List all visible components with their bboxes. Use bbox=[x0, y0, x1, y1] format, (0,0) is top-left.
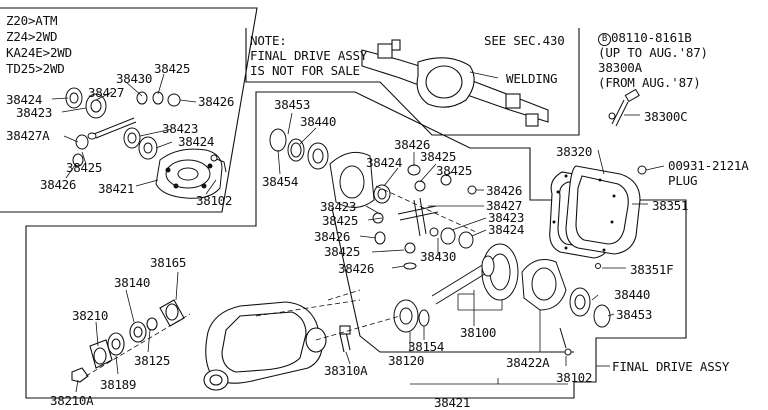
part-label: 38453 bbox=[616, 307, 653, 322]
part-label: 38423 bbox=[16, 105, 53, 120]
plug-label: PLUG bbox=[668, 173, 698, 188]
part-label: 38421 bbox=[434, 395, 471, 410]
part-label: 38425 bbox=[436, 163, 473, 178]
final-drive-assy-frame bbox=[25, 91, 687, 399]
part-label: 38426 bbox=[338, 261, 375, 276]
part-label: 38426 bbox=[314, 229, 351, 244]
part-label: 38440 bbox=[614, 287, 651, 302]
part-label: 38423 bbox=[320, 199, 357, 214]
part-label: 38210 bbox=[72, 308, 109, 323]
circled-b-icon: B bbox=[598, 33, 611, 46]
part-label: 38427A bbox=[6, 128, 50, 143]
part-label: 38424 bbox=[178, 134, 215, 149]
inset-model-line-3: KA24E>2WD bbox=[6, 45, 72, 60]
part-label: 38424 bbox=[366, 155, 403, 170]
part-label: 38421 bbox=[98, 181, 135, 196]
inner-guide-line bbox=[331, 207, 574, 353]
bolt-code: 08110-8161B bbox=[611, 30, 692, 45]
part-label: 38154 bbox=[408, 339, 445, 354]
part-label: 38427 bbox=[486, 198, 523, 213]
part-label: 38165 bbox=[150, 255, 187, 270]
bolt-until-date: (UP TO AUG.'87) bbox=[598, 45, 708, 60]
final-drive-assy-label: FINAL DRIVE ASSY bbox=[612, 359, 730, 374]
part-label: 38310A bbox=[324, 363, 368, 378]
part-label: 38424 bbox=[6, 92, 43, 107]
part-label: 38120 bbox=[388, 353, 425, 368]
part-label: 38125 bbox=[134, 353, 171, 368]
part-label: 38351 bbox=[652, 198, 689, 213]
welding-label: WELDING bbox=[506, 71, 558, 86]
part-label: 38100 bbox=[460, 325, 497, 340]
part-label: 38423 bbox=[162, 121, 199, 136]
inset-model-line-4: TD25>2WD bbox=[6, 61, 65, 76]
part-label: 38426 bbox=[394, 137, 431, 152]
part-label: 38427 bbox=[88, 85, 125, 100]
part-label: 38422A bbox=[506, 355, 550, 370]
part-label: 38210A bbox=[50, 393, 94, 408]
part-label: 38425 bbox=[420, 149, 457, 164]
part-label: 38426 bbox=[40, 177, 77, 192]
note-box-frame bbox=[245, 28, 580, 136]
part-label: 38300C bbox=[644, 109, 688, 124]
part-label: 38424 bbox=[488, 222, 525, 237]
part-label: 38426 bbox=[486, 183, 523, 198]
part-label: 38430 bbox=[116, 71, 153, 86]
bolt-part-number: 38300A bbox=[598, 60, 642, 75]
part-label: 38440 bbox=[300, 114, 337, 129]
inset-model-line-1: Z20>ATM bbox=[6, 13, 58, 28]
part-label: 38425 bbox=[66, 160, 103, 175]
part-label: 38102 bbox=[196, 193, 233, 208]
part-label: 38425 bbox=[154, 61, 191, 76]
part-label: 38102 bbox=[556, 370, 593, 385]
part-label: 38351F bbox=[630, 262, 674, 277]
note-line-1: FINAL DRIVE ASSY bbox=[250, 48, 368, 63]
bolt-from-date: (FROM AUG.'87) bbox=[598, 75, 701, 90]
inset-frame-upper-left bbox=[0, 7, 258, 213]
part-label: 38425 bbox=[322, 213, 359, 228]
part-label: 38140 bbox=[114, 275, 151, 290]
inset-model-line-2: Z24>2WD bbox=[6, 29, 58, 44]
plug-code: 00931-2121A bbox=[668, 158, 749, 173]
note-title: NOTE: bbox=[250, 33, 287, 48]
see-section-reference: SEE SEC.430 bbox=[484, 33, 565, 48]
part-label: 38425 bbox=[324, 244, 361, 259]
part-label: 38426 bbox=[198, 94, 235, 109]
part-label: 38320 bbox=[556, 144, 593, 159]
part-label: 38454 bbox=[262, 174, 299, 189]
note-line-2: IS NOT FOR SALE bbox=[250, 63, 360, 78]
part-label: 38453 bbox=[274, 97, 311, 112]
part-label: 38430 bbox=[420, 249, 457, 264]
part-label: 38189 bbox=[100, 377, 137, 392]
part-label: 38423 bbox=[488, 210, 525, 225]
